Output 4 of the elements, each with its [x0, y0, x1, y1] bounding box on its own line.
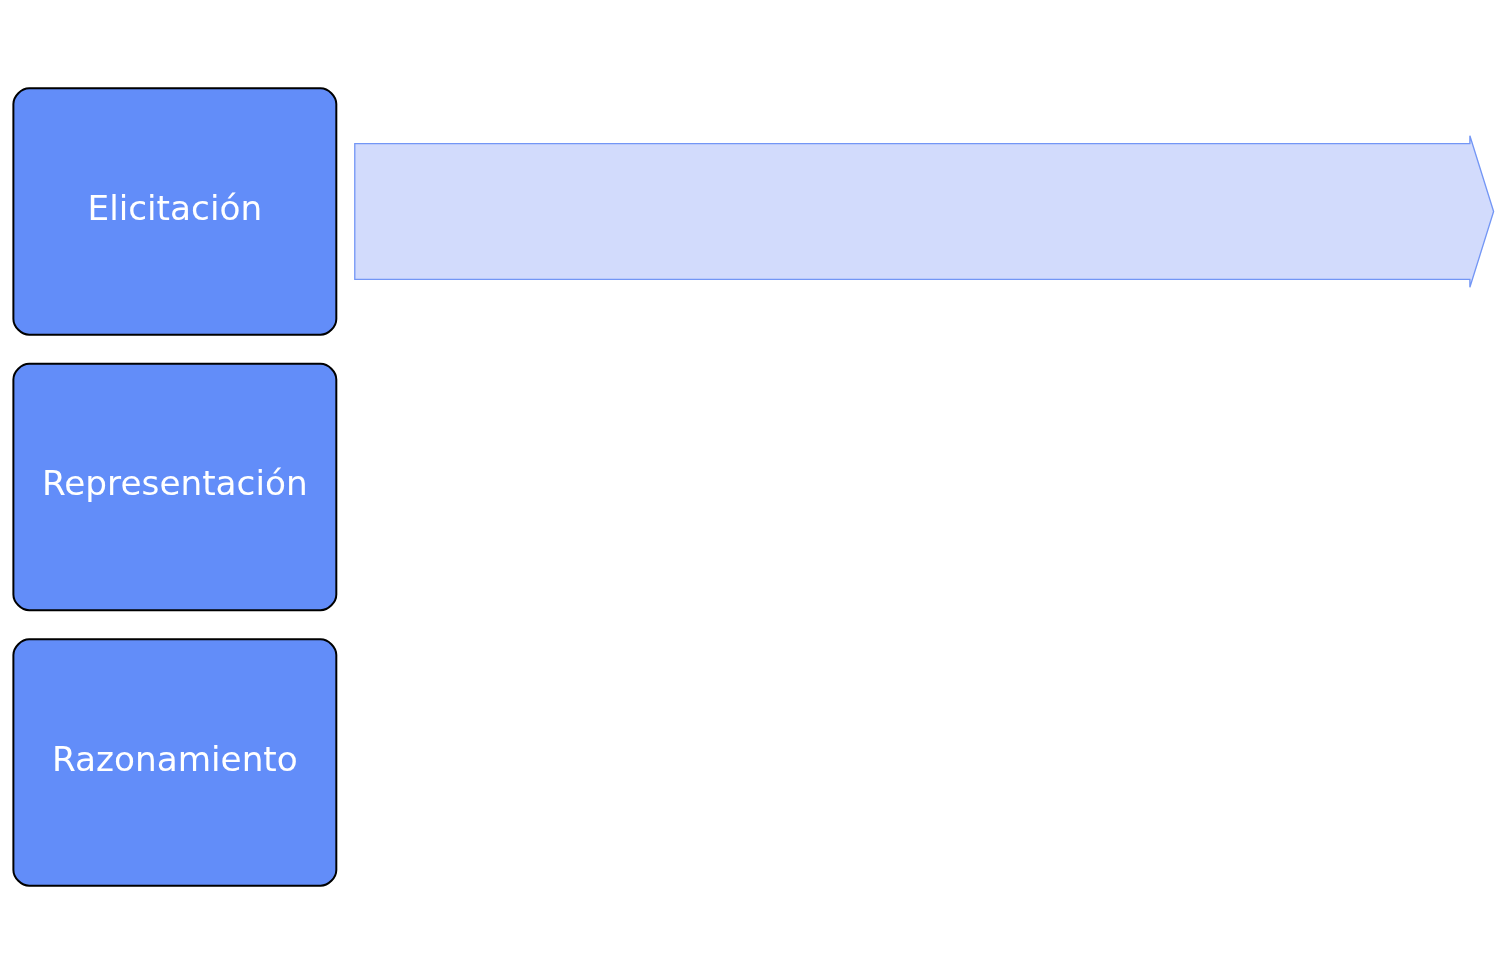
node-arrow: [354, 134, 1495, 288]
node-box: Representación: [12, 362, 338, 611]
node-box: Razonamiento: [12, 637, 338, 887]
node-box: Elicitación: [12, 86, 338, 336]
